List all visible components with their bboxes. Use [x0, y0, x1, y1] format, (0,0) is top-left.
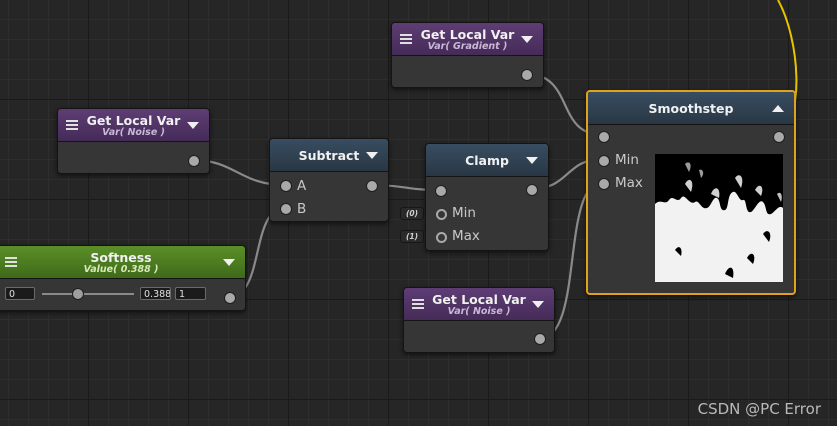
node-title: Subtract: [298, 148, 360, 163]
slider-thumb[interactable]: [72, 289, 83, 299]
output-port[interactable]: [774, 132, 784, 142]
output-port[interactable]: [189, 156, 199, 166]
input-label-a: A: [297, 178, 307, 194]
preview-image: [655, 154, 783, 282]
input-label-b: B: [297, 201, 307, 217]
value-slider-row: 0 0.388 1: [0, 286, 245, 302]
chevron-down-icon[interactable]: [526, 157, 538, 164]
output-port[interactable]: [367, 181, 377, 191]
chevron-down-icon[interactable]: [187, 122, 199, 129]
clamp-node[interactable]: Clamp Min Max: [425, 143, 549, 251]
get-local-var-noise-node[interactable]: Get Local Var Var( Noise ): [57, 108, 210, 174]
menu-icon[interactable]: [5, 257, 17, 267]
node-header[interactable]: Get Local Var Var( Noise ): [404, 288, 554, 321]
slider-max-field[interactable]: 1: [175, 287, 206, 300]
subtract-node[interactable]: Subtract A B: [269, 138, 389, 222]
get-local-var-noise-node[interactable]: Get Local Var Var( Noise ): [403, 287, 555, 353]
node-title: Get Local Var: [432, 292, 526, 307]
input-port-a[interactable]: [281, 181, 291, 191]
chevron-down-icon[interactable]: [366, 152, 378, 159]
node-subtitle: Var( Noise ): [102, 127, 165, 138]
slider-track[interactable]: [42, 293, 134, 295]
output-port[interactable]: [522, 70, 532, 80]
input-port-max[interactable]: [599, 179, 609, 189]
input-port[interactable]: [599, 132, 609, 142]
input-port-min[interactable]: [436, 209, 447, 220]
slider-value-field[interactable]: 0.388: [140, 287, 171, 300]
output-port[interactable]: [527, 185, 537, 195]
node-subtitle: Var( Gradient ): [427, 41, 508, 52]
clamp-max-default-tag[interactable]: (1): [400, 230, 424, 243]
node-header[interactable]: Clamp: [426, 144, 548, 177]
node-subtitle: Var( Noise ): [447, 306, 511, 317]
smoothstep-node[interactable]: Smoothstep Min Max: [586, 90, 796, 295]
menu-icon[interactable]: [66, 120, 78, 130]
input-port-max[interactable]: [436, 232, 447, 243]
input-port[interactable]: [436, 186, 446, 196]
node-header[interactable]: Softness Value( 0.388 ): [0, 246, 245, 279]
input-port-b[interactable]: [281, 204, 291, 214]
node-title: Clamp: [465, 153, 509, 168]
output-port[interactable]: [535, 334, 545, 344]
input-port-min[interactable]: [599, 156, 609, 166]
chevron-down-icon[interactable]: [532, 301, 544, 308]
clamp-min-default-tag[interactable]: (0): [400, 207, 424, 220]
menu-icon[interactable]: [412, 299, 424, 309]
node-title: Get Local Var: [420, 27, 515, 42]
input-label-min: Min: [452, 205, 476, 221]
node-title: Softness: [90, 250, 152, 265]
softness-node[interactable]: Softness Value( 0.388 ) 0 0.388 1: [0, 245, 246, 311]
node-header[interactable]: Smoothstep: [588, 92, 794, 125]
slider-min-field[interactable]: 0: [5, 287, 35, 300]
node-title: Get Local Var: [86, 113, 181, 128]
input-label-min: Min: [615, 152, 639, 168]
noise-preview-icon: [655, 154, 783, 282]
input-label-max: Max: [615, 175, 643, 191]
watermark: CSDN @PC Error: [697, 400, 821, 418]
chevron-down-icon[interactable]: [521, 36, 533, 43]
node-header[interactable]: Get Local Var Var( Noise ): [58, 109, 209, 142]
get-local-var-gradient-node[interactable]: Get Local Var Var( Gradient ): [391, 22, 544, 88]
menu-icon[interactable]: [400, 34, 412, 44]
node-header[interactable]: Get Local Var Var( Gradient ): [392, 23, 543, 56]
output-port[interactable]: [225, 293, 235, 303]
node-title: Smoothstep: [648, 101, 734, 116]
input-label-max: Max: [452, 228, 480, 244]
chevron-down-icon[interactable]: [223, 259, 235, 266]
node-header[interactable]: Subtract: [270, 139, 388, 172]
node-subtitle: Value( 0.388 ): [83, 264, 159, 275]
chevron-up-icon[interactable]: [772, 105, 784, 112]
